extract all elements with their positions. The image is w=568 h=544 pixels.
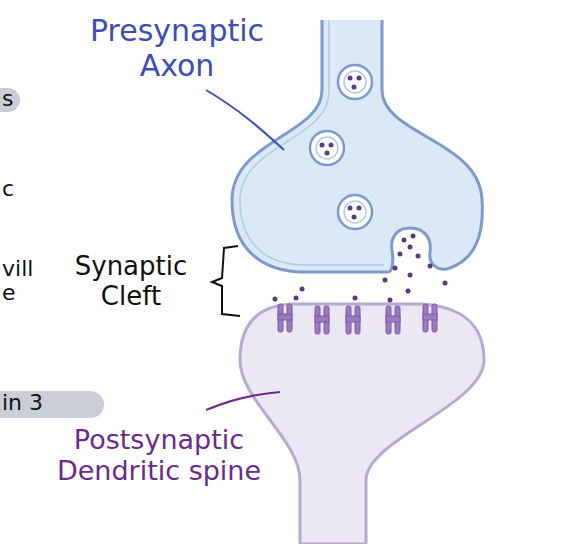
cut-off-text: e bbox=[2, 280, 42, 305]
structure-label: Postsynaptic Dendritic spine bbox=[14, 424, 304, 486]
vesicles bbox=[310, 65, 372, 229]
neurotransmitters bbox=[273, 76, 448, 303]
receptors bbox=[278, 304, 437, 334]
leader-line bbox=[206, 392, 280, 410]
structure-label: Presynaptic Axon bbox=[52, 14, 302, 83]
presynaptic-terminal bbox=[232, 20, 482, 272]
bracket bbox=[212, 246, 240, 316]
structure-label: Synaptic Cleft bbox=[56, 252, 206, 312]
cut-off-text: in 3 bbox=[2, 390, 102, 415]
cut-off-text: s bbox=[2, 86, 42, 111]
cut-off-text: vill bbox=[2, 256, 62, 281]
postsynaptic-spine bbox=[240, 304, 484, 544]
leader-line bbox=[206, 90, 284, 150]
cut-off-text: c bbox=[2, 176, 42, 201]
